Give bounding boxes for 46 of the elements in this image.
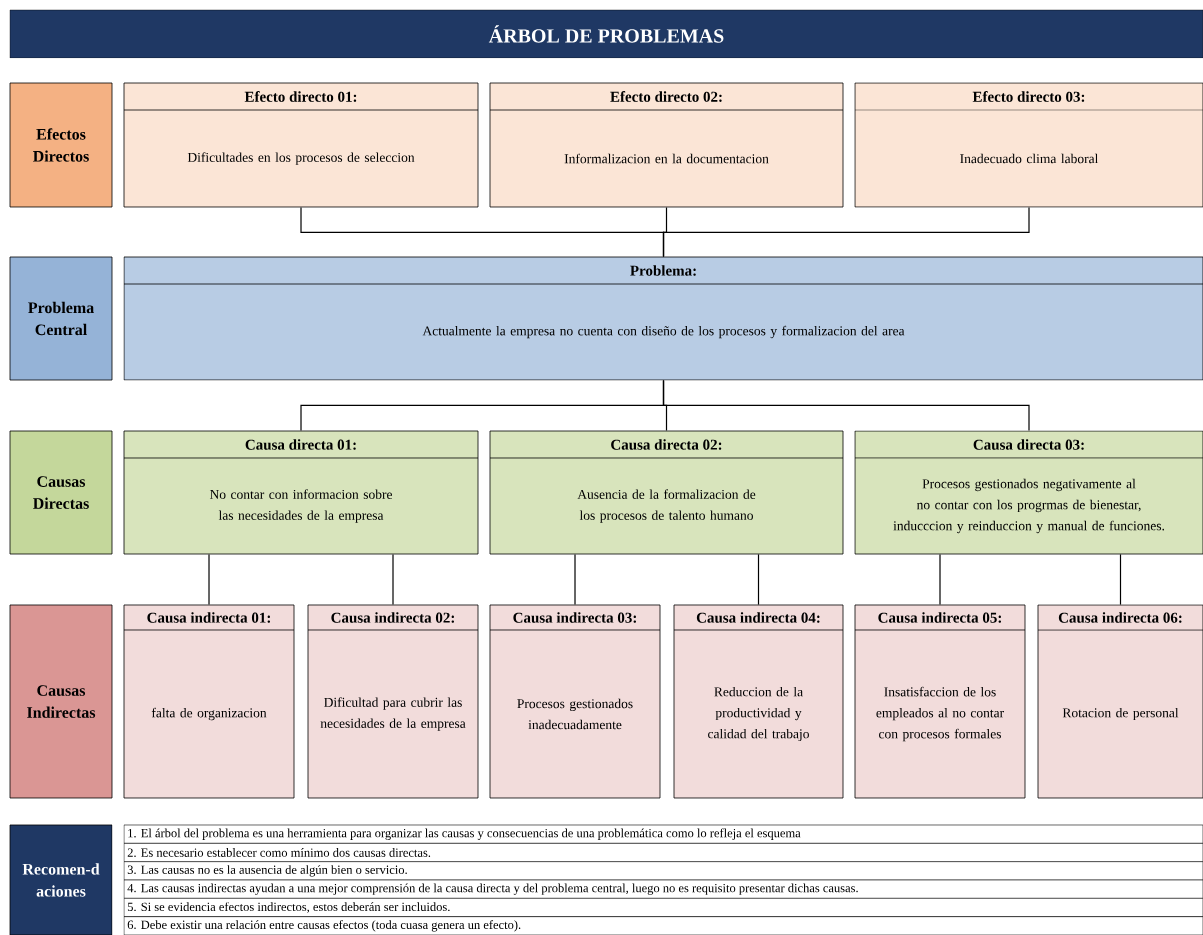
- recommendation-row: 3. Las causas no es la ausencia de algún bien o servicio.: [123, 861, 1203, 881]
- box-heading: Causa indirecta 01:: [147, 612, 270, 623]
- row-label: Causas Indirectas: [9, 604, 113, 799]
- connector-line: [662, 206, 1030, 258]
- recommendation-row: 5. Si se evidencia efectos indirectos, estos deberán ser incluidos.: [123, 898, 1203, 917]
- box-text: falta de organizacion: [151, 707, 267, 721]
- row-label: Recomen-d aciones: [9, 824, 113, 935]
- box-heading: Problema:: [630, 265, 696, 276]
- box-heading: Causa directa 01:: [245, 439, 356, 450]
- box-text: Rotacion de personal: [1062, 707, 1179, 721]
- connector-line: [939, 553, 941, 606]
- title-bar: ÁRBOL DE PROBLEMAS: [9, 9, 1203, 59]
- connector-line: [392, 553, 394, 606]
- box-text: Ausencia de la formalizacion de los procesos de talento humano: [577, 489, 756, 523]
- recommendation-row: 4. Las causas indirectas ayudan a una mejor comprensión de la causa directa y del problema central, luego no es requisito presentar dichas causas.: [123, 879, 1203, 899]
- box-heading: Causa indirecta 04:: [696, 612, 820, 623]
- box-text: Inadecuado clima laboral: [960, 153, 1099, 164]
- box-text: Dificultad para cubrir las necesidades de la empresa: [320, 697, 466, 731]
- box-heading: Causa indirecta 05:: [878, 612, 1001, 623]
- connector-line: [1119, 553, 1122, 606]
- row-label: Efectos Directos: [9, 82, 113, 208]
- box-text: Dificultades en los procesos de seleccion: [187, 152, 415, 165]
- box-heading: Causa indirecta 06:: [1058, 612, 1182, 623]
- box-text: Actualmente la empresa no cuenta con diseño de los procesos y formalizacion del area: [422, 325, 905, 339]
- box-heading: Causa indirecta 03:: [513, 612, 636, 623]
- connector-line: [208, 553, 210, 606]
- box-heading: Causa directa 02:: [611, 439, 722, 450]
- box-heading: Efecto directo 01:: [244, 91, 357, 102]
- connector-line: [662, 379, 1030, 432]
- box-text: Procesos gestionados negativamente al no contar con los progrmas de bienestar, inducccion y reinduccion y manual de funciones.: [893, 478, 1164, 534]
- connector-line: [757, 553, 760, 606]
- box-text: Procesos gestionados inadecuadamente: [517, 698, 633, 730]
- recommendation-row: 1. El árbol del problema es una herramienta para organizar las causas y consecuencias de una problemática como lo refleja el esquema: [123, 824, 1203, 844]
- row-label: Problema Central: [9, 256, 113, 381]
- recommendation-row: 6. Debe existir una relación entre causas efectos (toda cuasa genera un efecto).: [123, 916, 1203, 935]
- box-heading: Efecto directo 02:: [610, 91, 722, 102]
- box-heading: Causa indirecta 02:: [331, 612, 454, 623]
- box-heading: Efecto directo 03:: [972, 91, 1085, 102]
- box-text: Informalizacion en la documentacion: [564, 153, 769, 164]
- row-label: Causas Directas: [9, 430, 113, 555]
- recommendation-row: 2. Es necesario establecer como mínimo dos causas directas.: [123, 843, 1203, 862]
- box-text: Reduccion de la productividad y calidad del trabajo: [708, 686, 809, 742]
- box-text: No contar con informacion sobre las necesidades de la empresa: [209, 489, 392, 523]
- connector-line: [574, 553, 576, 606]
- box-text: Insatisfaccion de los empleados al no contar con procesos formales: [876, 686, 1004, 742]
- box-heading: Causa directa 03:: [973, 439, 1084, 450]
